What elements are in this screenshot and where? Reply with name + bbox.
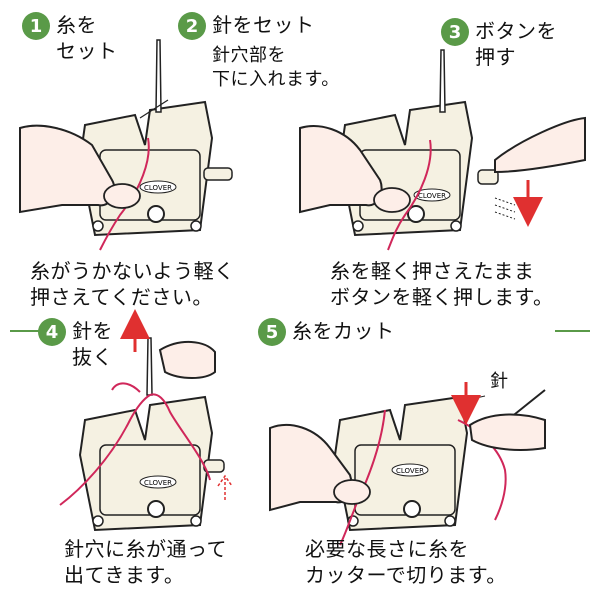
step-4-badge: 4 bbox=[38, 318, 66, 346]
threader-device bbox=[78, 395, 214, 532]
brand-oval bbox=[139, 180, 177, 194]
step-3-caption: 糸を軽く押さえたまま ボタンを軽く押します。 bbox=[330, 259, 554, 309]
step-1-badge: 1 bbox=[22, 12, 50, 40]
svg-text:CLOVER: CLOVER bbox=[396, 467, 424, 475]
step-4-caption: 針穴に糸が通って 出てきます。 bbox=[64, 537, 227, 587]
panel-3-illustration: CLOVER bbox=[299, 49, 586, 251]
step-5-caption: 必要な長さに糸を カッターで切ります。 bbox=[305, 537, 507, 587]
push-button bbox=[203, 167, 233, 181]
panel-1-illustration: CLOVER bbox=[19, 39, 233, 251]
svg-text:CLOVER: CLOVER bbox=[144, 184, 172, 192]
thread bbox=[59, 393, 211, 506]
step-5-badge: 5 bbox=[258, 318, 286, 346]
needle-label: 針 bbox=[490, 371, 509, 392]
step-5-title: 糸をカット bbox=[292, 319, 395, 343]
thread bbox=[99, 137, 150, 251]
hand-left bbox=[269, 423, 353, 512]
svg-text:CLOVER: CLOVER bbox=[418, 192, 446, 200]
step-3-badge: 3 bbox=[441, 18, 469, 46]
step-1-title: 糸を セット bbox=[56, 13, 118, 63]
hand-right bbox=[468, 413, 546, 451]
thread bbox=[387, 139, 432, 251]
panel-4-illustration: CLOVER bbox=[59, 309, 233, 532]
finger bbox=[494, 116, 586, 174]
step-2-subtitle: 針穴部を 下に入れます。 bbox=[212, 45, 340, 90]
step-3-title: ボタンを 押す bbox=[475, 19, 557, 69]
push-button bbox=[477, 169, 499, 185]
step-2-badge: 2 bbox=[178, 12, 206, 40]
svg-text:CLOVER: CLOVER bbox=[144, 479, 172, 487]
step-2-title: 針をセット bbox=[212, 13, 315, 37]
divider-right bbox=[555, 330, 590, 332]
hand bbox=[299, 125, 383, 214]
divider-left bbox=[10, 330, 40, 332]
step-1-caption: 糸がうかないよう軽く 押さえてください。 bbox=[30, 259, 235, 309]
fingers bbox=[158, 340, 216, 379]
step-4-title: 針を 抜く bbox=[72, 319, 113, 369]
hand bbox=[19, 124, 116, 214]
panel-5-illustration: CLOVER bbox=[269, 382, 546, 546]
needle bbox=[155, 39, 162, 113]
needle bbox=[146, 337, 153, 396]
dashed-up-arrow bbox=[217, 474, 233, 500]
needle bbox=[439, 49, 446, 113]
